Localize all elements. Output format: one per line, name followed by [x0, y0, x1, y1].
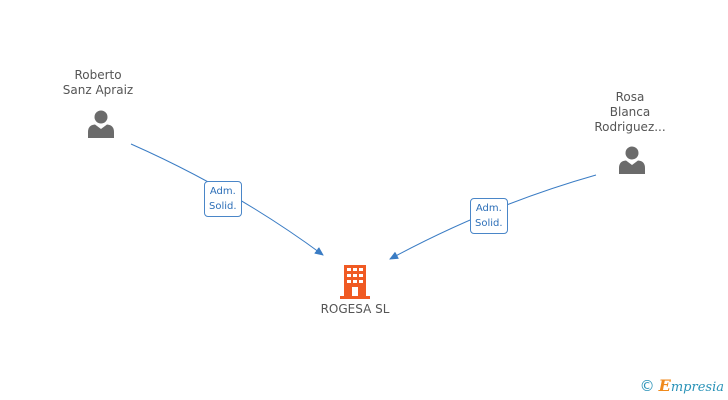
brand-name: mpresia	[670, 380, 724, 395]
company-name[interactable]: ROGESA SL	[320, 302, 390, 316]
brand-initial: E	[658, 376, 671, 395]
person-icon[interactable]	[86, 108, 116, 138]
person-name-rosa[interactable]: Rosa Blanca Rodriguez...	[582, 90, 678, 135]
relation-badge-line: Adm.	[209, 186, 236, 197]
person-name-line: Roberto	[74, 68, 122, 82]
person-name-roberto[interactable]: Roberto Sanz Apraiz	[50, 68, 146, 98]
person-name-line: Rosa	[615, 90, 645, 104]
relation-badge-roberto: Adm. Solid.	[204, 181, 242, 217]
person-icon[interactable]	[617, 144, 647, 174]
brand-logo: Empresia	[659, 376, 724, 395]
empresia-watermark: © Empresia	[640, 376, 724, 395]
person-name-line: Rodriguez...	[594, 120, 666, 134]
relation-badge-line: Solid.	[475, 218, 503, 229]
relation-badge-line: Adm.	[475, 203, 502, 214]
copyright-symbol: ©	[639, 376, 655, 395]
person-name-line: Blanca	[609, 105, 651, 119]
relation-badge-line: Solid.	[209, 201, 237, 212]
relation-badge-rosa: Adm. Solid.	[470, 198, 508, 234]
person-name-line: Sanz Apraiz	[62, 83, 134, 97]
building-icon[interactable]	[338, 263, 372, 299]
